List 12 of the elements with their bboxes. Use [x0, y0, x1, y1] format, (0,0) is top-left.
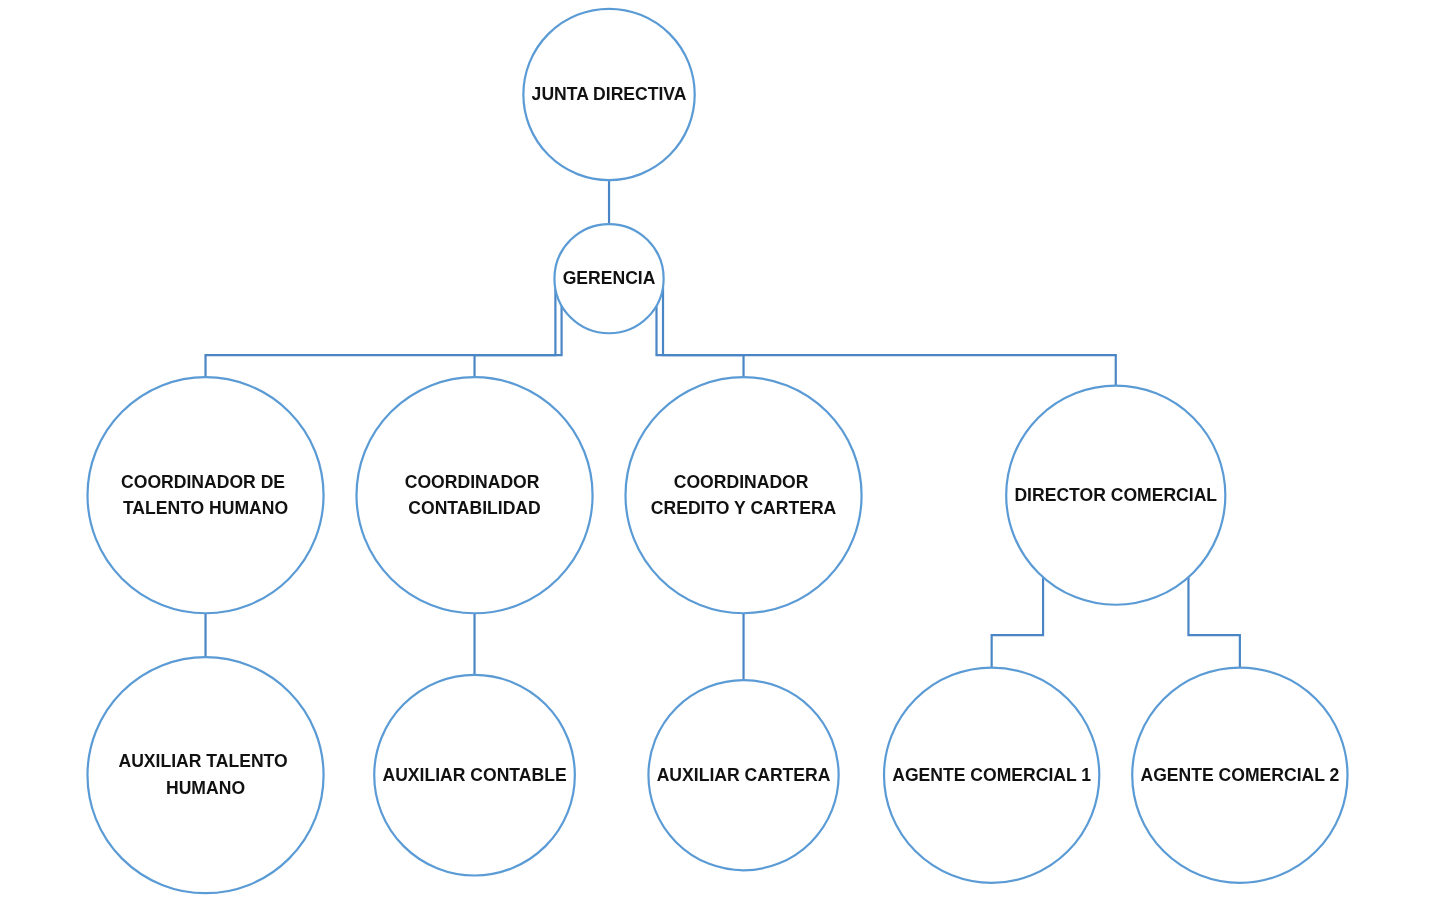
node-circle: AUXILIAR CONTABLE	[373, 673, 576, 877]
node-circle: AGENTE COMERCIAL 2	[1131, 666, 1349, 884]
node-circle: GERENCIA	[553, 222, 665, 335]
node-circle: AUXILIAR CARTERA	[647, 679, 840, 872]
node-circle: COORDINADOR DE TALENTO HUMANO	[86, 376, 325, 615]
connector	[473, 613, 476, 676]
node-circle: DIRECTOR COMERCIAL	[1005, 384, 1227, 606]
node-circle: AUXILIAR TALENTO HUMANO	[86, 656, 325, 895]
node-circle: COORDINADOR CREDITO Y CARTERA	[624, 376, 863, 615]
node-circle: JUNTA DIRECTIVA	[522, 7, 696, 182]
node-circle: COORDINADOR CONTABILIDAD	[355, 376, 594, 615]
node-circle: AGENTE COMERCIAL 1	[882, 666, 1101, 884]
